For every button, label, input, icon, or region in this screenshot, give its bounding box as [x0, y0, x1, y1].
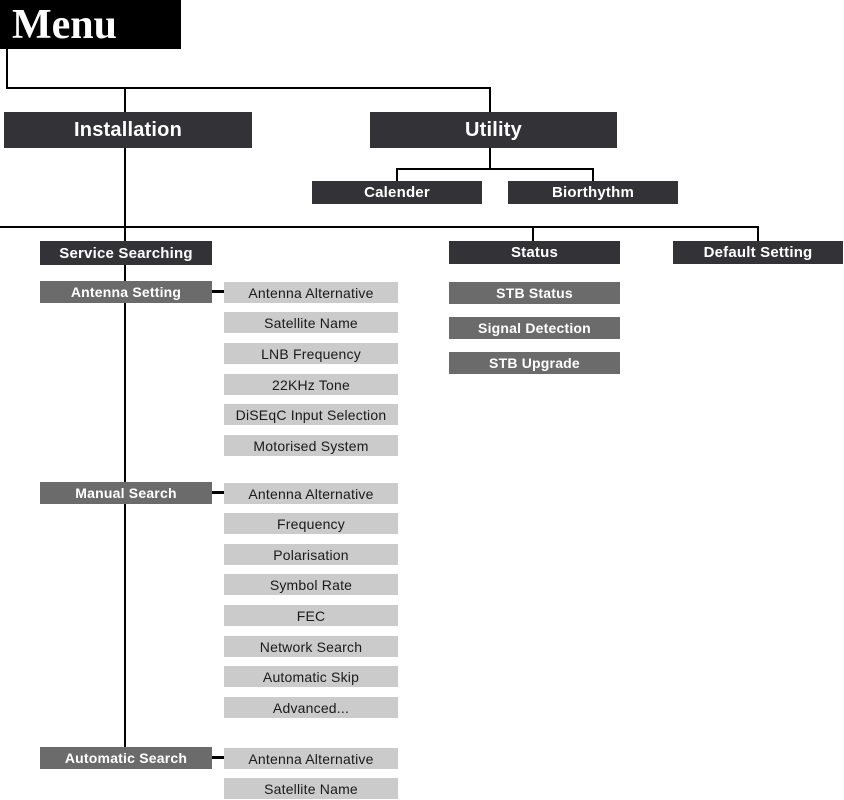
- node-antenna-setting: Antenna Setting: [40, 281, 212, 303]
- connector-utility-branch-horizontal: [396, 168, 594, 170]
- node-satellite-name: Satellite Name: [224, 778, 398, 799]
- connector-utility-branch-vertical: [489, 147, 491, 170]
- node-network-search: Network Search: [224, 636, 398, 657]
- node-antenna-alternative: Antenna Alternative: [224, 282, 398, 303]
- node-signal-detection: Signal Detection: [449, 317, 620, 339]
- node-installation: Installation: [4, 112, 252, 148]
- connector-manual-search-stub: [211, 491, 225, 494]
- node-automatic-search: Automatic Search: [40, 747, 212, 769]
- node-biorthythm: Biorthythm: [508, 181, 678, 204]
- connector-default-setting-drop: [757, 226, 759, 242]
- node-service-searching: Service Searching: [40, 241, 212, 265]
- node-status: Status: [449, 241, 620, 264]
- node-antenna-alternative: Antenna Alternative: [224, 748, 398, 769]
- connector-calender-drop: [396, 168, 398, 182]
- node-polarisation: Polarisation: [224, 544, 398, 565]
- node-stb-status: STB Status: [449, 282, 620, 304]
- page-title: Menu: [0, 0, 181, 49]
- node-utility: Utility: [370, 112, 617, 148]
- node-stb-upgrade: STB Upgrade: [449, 352, 620, 374]
- node-default-setting: Default Setting: [673, 241, 843, 264]
- node-lnb-frequency: LNB Frequency: [224, 343, 398, 364]
- node-symbol-rate: Symbol Rate: [224, 574, 398, 595]
- connector-trunk-vertical: [124, 87, 126, 748]
- connector-antenna-setting-stub: [211, 290, 225, 293]
- node-frequency: Frequency: [224, 513, 398, 534]
- node-satellite-name: Satellite Name: [224, 312, 398, 333]
- connector-automatic-search-stub: [211, 756, 225, 759]
- connector-status-drop: [532, 226, 534, 242]
- node-motorised-system: Motorised System: [224, 435, 398, 456]
- connector-biorthythm-drop: [592, 168, 594, 182]
- node-fec: FEC: [224, 605, 398, 626]
- node-antenna-alternative: Antenna Alternative: [224, 483, 398, 504]
- node-calender: Calender: [312, 181, 482, 204]
- connector-utility-drop: [489, 87, 491, 114]
- connector-top-horizontal: [6, 87, 491, 89]
- node-automatic-skip: Automatic Skip: [224, 666, 398, 687]
- connector-menu-vertical: [6, 49, 8, 88]
- node-22khz-tone: 22KHz Tone: [224, 374, 398, 395]
- connector-row-horizontal: [0, 226, 759, 228]
- node-manual-search: Manual Search: [40, 482, 212, 504]
- node-advanced: Advanced...: [224, 697, 398, 718]
- node-diseqc-input-selection: DiSEqC Input Selection: [224, 404, 398, 425]
